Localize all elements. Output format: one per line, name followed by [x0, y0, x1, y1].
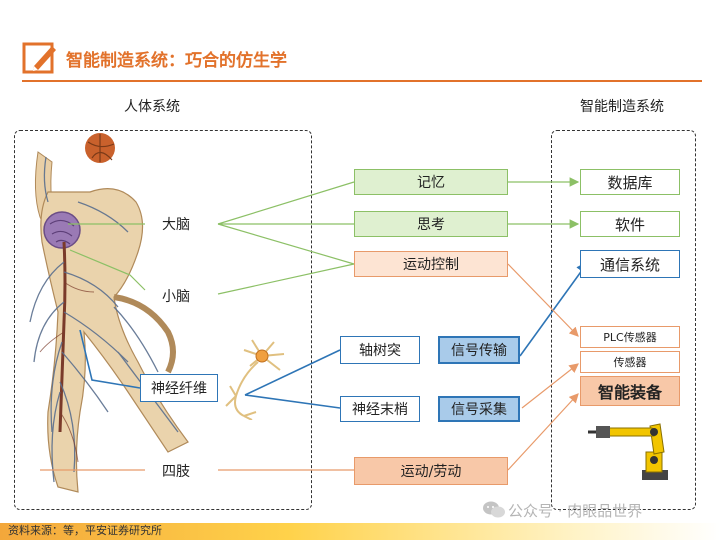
page-title: 智能制造系统：巧合的仿生学: [66, 51, 287, 71]
database-node: 数据库: [580, 169, 680, 195]
motion-control-node: 运动控制: [354, 251, 508, 277]
watermark-text: 公众号 · 肉眼品世界: [508, 502, 643, 520]
signal-transmission-node: 信号传输: [438, 336, 520, 364]
thinking-node: 思考: [354, 211, 508, 237]
right-column-title: 智能制造系统: [580, 99, 664, 115]
industrial-robot-icon: [588, 423, 668, 480]
smart-equipment-node: 智能装备: [580, 376, 680, 406]
header-divider: [22, 80, 702, 82]
limbs-label: 四肢: [162, 461, 190, 481]
communication-system-node: 通信系统: [580, 250, 680, 278]
brain-label: 大脑: [162, 214, 190, 234]
memory-node: 记忆: [354, 169, 508, 195]
manufacturing-system-panel: [551, 130, 696, 510]
plc-sensor-node: PLC传感器: [580, 326, 680, 348]
wechat-icon: [483, 501, 505, 518]
nerve-fiber-box: 神经纤维: [140, 374, 218, 402]
human-nervous-system-figure: [29, 133, 189, 493]
axon-node: 轴树突: [340, 336, 420, 364]
footer-bar: [0, 523, 720, 540]
software-node: 软件: [580, 211, 680, 237]
source-note: 资料来源：等，平安证券研究所: [8, 524, 162, 537]
human-system-panel: [14, 130, 312, 510]
cerebellum-label: 小脑: [162, 286, 190, 306]
pencil-note-icon: [22, 42, 56, 74]
left-column-title: 人体系统: [124, 99, 180, 115]
nerve-ending-node: 神经末梢: [340, 396, 420, 422]
sensor-node: 传感器: [580, 351, 680, 373]
motion-labor-node: 运动/劳动: [354, 457, 508, 485]
neuron-icon: [225, 339, 285, 420]
signal-acquisition-node: 信号采集: [438, 396, 520, 422]
